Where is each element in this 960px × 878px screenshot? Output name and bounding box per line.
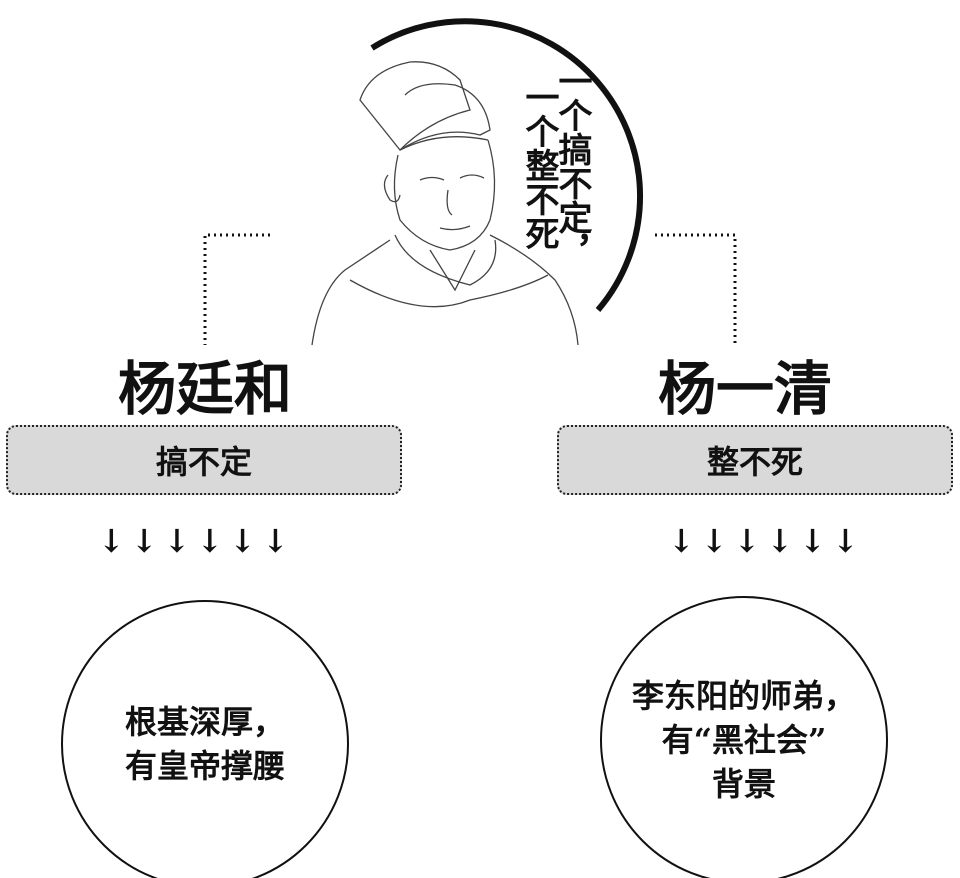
- left-label-box: 搞不定: [6, 425, 402, 495]
- right-reason-line: 有“黑社会”: [661, 721, 827, 759]
- right-label: 整不死: [706, 443, 803, 481]
- portrait-illustration: [311, 61, 579, 346]
- left-reason-line: 有皇帝撑腰: [124, 747, 285, 785]
- left-reason-line: 根基深厚，: [124, 703, 285, 741]
- left-reason-circle: 根基深厚， 有皇帝撑腰: [61, 600, 349, 878]
- right-reason-line: 李东阳的师弟，: [631, 677, 856, 715]
- right-reason-line: 背景: [711, 765, 776, 803]
- left-label: 搞不定: [155, 443, 252, 481]
- right-reason-circle: 李东阳的师弟， 有“黑社会” 背景: [600, 596, 888, 878]
- right-person-name: 杨一清: [657, 355, 832, 423]
- left-person-name: 杨廷和: [117, 355, 292, 423]
- right-label-box: 整不死: [557, 425, 953, 495]
- right-down-arrows-icon: ↓↓↓↓↓↓: [668, 522, 865, 560]
- speech-line-2: 一个整不死: [519, 80, 559, 250]
- speech-bubble-arc: [370, 18, 643, 312]
- speech-line-1: 一个搞不定，: [552, 64, 592, 268]
- left-dotted-connector: [203, 233, 270, 345]
- left-down-arrows-icon: ↓↓↓↓↓↓: [98, 522, 295, 560]
- right-dotted-connector: [655, 233, 737, 345]
